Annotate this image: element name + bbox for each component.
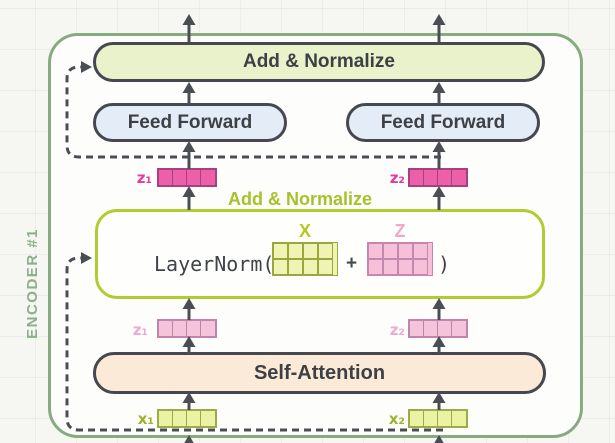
z-matrix: [367, 242, 433, 276]
matrix-cell: [368, 259, 383, 275]
flow-arrow-head: [182, 14, 196, 25]
vector-cell: [410, 170, 424, 185]
layernorm-z-label: Z: [394, 221, 406, 241]
vector-cell: [424, 321, 438, 336]
matrix-cell: [368, 243, 383, 259]
layernorm-x-group: X: [272, 221, 338, 276]
vector-cell: [201, 321, 215, 336]
vector-cell: [187, 170, 201, 185]
z2-top-vector: [408, 168, 468, 187]
matrix-cell: [398, 259, 413, 275]
flow-arrow-head: [432, 14, 446, 25]
matrix-cell: [318, 259, 333, 275]
vector-cell: [173, 170, 187, 185]
matrix-cell: [383, 243, 398, 259]
layernorm-box: LayerNorm( X + Z ): [95, 209, 545, 299]
vector-cell: [159, 321, 173, 336]
matrix-cell: [288, 243, 303, 259]
matrix-cell: [303, 243, 318, 259]
vector-cell: [410, 321, 424, 336]
x2-vector: [408, 409, 468, 428]
z1-top-vector: [157, 168, 217, 187]
z1-mid-label: z₁: [132, 321, 148, 339]
vector-cell: [424, 170, 438, 185]
feed-forward-left-label: Feed Forward: [127, 111, 253, 133]
vector-cell: [452, 321, 466, 336]
vector-cell: [452, 170, 466, 185]
vector-cell: [201, 411, 215, 426]
z1-top-label: z₁: [136, 169, 152, 187]
layernorm-prefix: LayerNorm(: [154, 252, 275, 276]
matrix-cell: [303, 259, 318, 275]
layernorm-plus: +: [346, 253, 358, 274]
matrix-cell: [288, 259, 303, 275]
vector-cell: [159, 411, 173, 426]
matrix-cell: [318, 243, 333, 259]
add-normalize-top-label: Add & Normalize: [242, 51, 396, 72]
vector-cell: [410, 411, 424, 426]
x2-label: x₂: [388, 410, 405, 428]
z2-mid-vector: [408, 319, 468, 338]
vector-cell: [187, 321, 201, 336]
vector-cell: [173, 321, 187, 336]
matrix-cell: [273, 259, 288, 275]
vector-cell: [452, 411, 466, 426]
x-matrix: [272, 242, 338, 276]
matrix-cell: [273, 243, 288, 259]
add-normalize-top-box: Add & Normalize: [93, 42, 545, 82]
vector-cell: [159, 170, 173, 185]
feed-forward-right-box: Feed Forward: [346, 103, 540, 142]
feed-forward-left-box: Feed Forward: [93, 103, 287, 142]
encoder-label: ENCODER #1: [24, 228, 41, 339]
layernorm-z-group: Z: [367, 221, 433, 276]
add-normalize-mid-label: Add & Normalize: [227, 189, 373, 209]
vector-cell: [438, 411, 452, 426]
vector-cell: [187, 411, 201, 426]
x1-vector: [157, 409, 217, 428]
matrix-cell: [413, 243, 428, 259]
vector-cell: [173, 411, 187, 426]
matrix-cell: [413, 259, 428, 275]
self-attention-box: Self-Attention: [93, 352, 546, 394]
layernorm-suffix: ): [438, 252, 451, 276]
vector-cell: [201, 170, 215, 185]
vector-cell: [438, 170, 452, 185]
matrix-cell: [383, 259, 398, 275]
matrix-cell: [398, 243, 413, 259]
z2-mid-label: z₂: [389, 321, 405, 339]
x1-label: x₁: [137, 410, 154, 428]
z1-mid-vector: [157, 319, 217, 338]
feed-forward-right-label: Feed Forward: [380, 111, 506, 133]
layernorm-x-label: X: [298, 221, 311, 241]
vector-cell: [424, 411, 438, 426]
self-attention-label: Self-Attention: [253, 361, 386, 384]
vector-cell: [438, 321, 452, 336]
z2-top-label: z₂: [389, 169, 405, 187]
